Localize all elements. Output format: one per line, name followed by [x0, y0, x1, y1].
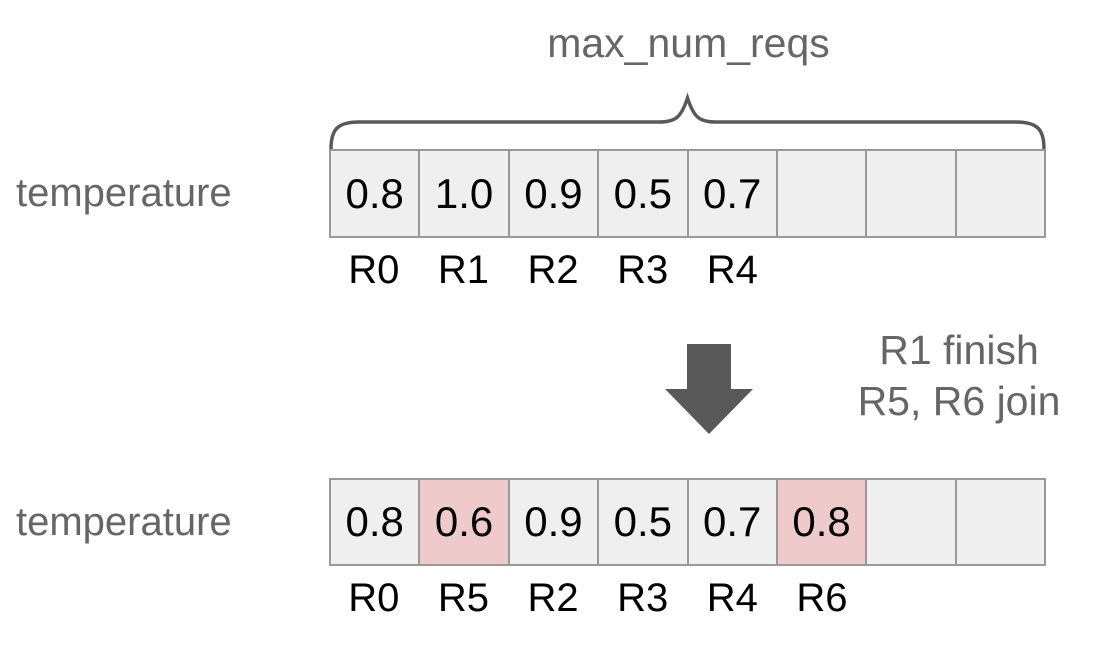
array-cell: 0.5 — [597, 151, 687, 236]
temperature-label-after: temperature — [16, 500, 232, 544]
request-label: R6 — [796, 576, 848, 620]
array-cell: 0.8 — [331, 480, 419, 564]
temperature-array-before: 0.8 1.0 0.9 0.5 0.7 — [329, 149, 1046, 238]
request-label: R4 — [706, 576, 758, 620]
request-label — [867, 247, 957, 293]
request-label: R0 — [348, 576, 400, 620]
request-label: R2 — [527, 576, 579, 620]
temperature-label-before: temperature — [16, 171, 232, 215]
array-cell-highlighted: 0.8 — [775, 480, 866, 564]
array-cell: 0.5 — [597, 480, 687, 564]
max-num-reqs-label: max_num_reqs — [547, 20, 830, 66]
temperature-array-after: 0.8 0.6 0.9 0.5 0.7 0.8 — [329, 478, 1046, 566]
curly-brace-icon — [329, 92, 1046, 151]
request-label: R1 — [437, 248, 489, 292]
array-cell-empty — [865, 151, 955, 236]
array-cell: 0.7 — [686, 151, 776, 236]
request-label: R3 — [617, 248, 669, 292]
array-cell-empty — [865, 480, 955, 564]
array-cell-highlighted: 0.6 — [418, 480, 508, 564]
array-cell: 0.9 — [507, 151, 598, 236]
request-label: R3 — [617, 576, 669, 620]
array-cell: 0.7 — [686, 480, 776, 564]
array-cell: 0.8 — [331, 151, 419, 236]
request-label: R0 — [348, 248, 400, 292]
request-labels-after: R0 R5 R2 R3 R4 R6 — [329, 575, 1046, 621]
request-label: R5 — [437, 576, 489, 620]
array-cell-empty — [954, 151, 1044, 236]
request-label — [867, 575, 957, 621]
arrow-down-icon — [665, 344, 753, 434]
array-cell-empty — [954, 480, 1044, 564]
array-cell: 1.0 — [418, 151, 508, 236]
request-label — [777, 247, 867, 293]
request-label: R4 — [706, 248, 758, 292]
transition-note: R1 finish R5, R6 join — [838, 325, 1080, 427]
array-cell: 0.9 — [507, 480, 598, 564]
request-label — [956, 575, 1046, 621]
transition-note-line2: R5, R6 join — [857, 378, 1061, 424]
request-label: R2 — [527, 248, 579, 292]
array-cell-empty — [775, 151, 866, 236]
request-label — [956, 247, 1046, 293]
transition-note-line1: R1 finish — [879, 327, 1039, 373]
request-labels-before: R0 R1 R2 R3 R4 — [329, 247, 1046, 293]
